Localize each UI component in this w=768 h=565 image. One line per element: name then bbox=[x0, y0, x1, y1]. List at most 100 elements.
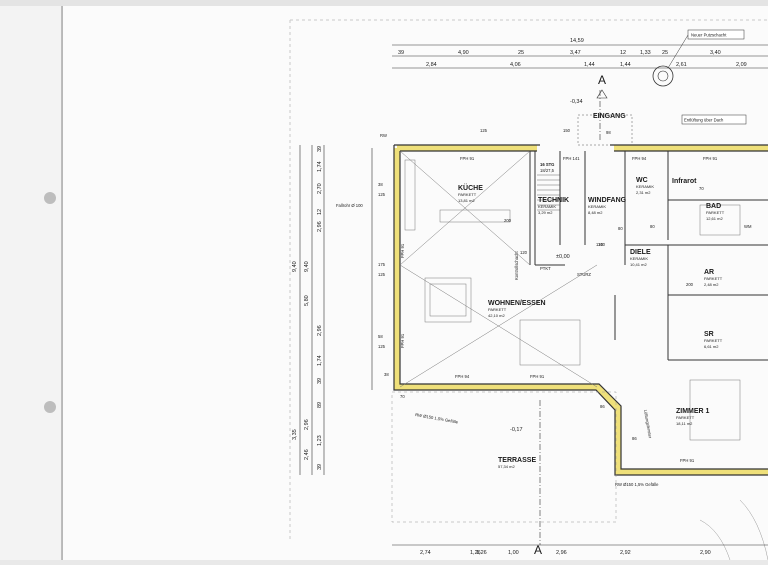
svg-text:1,23: 1,23 bbox=[317, 435, 323, 446]
svg-text:39: 39 bbox=[317, 464, 323, 470]
svg-text:FPH 91: FPH 91 bbox=[400, 333, 405, 348]
svg-text:PARKETT: PARKETT bbox=[458, 192, 477, 197]
room-windfang: WINDFANG KERAMIK 8,48 m2 bbox=[588, 197, 627, 215]
section-a-top: A bbox=[598, 73, 606, 87]
svg-text:KERAMIK: KERAMIK bbox=[630, 256, 648, 261]
punch-hole-top bbox=[44, 192, 56, 204]
svg-text:57,34 m2: 57,34 m2 bbox=[498, 464, 515, 469]
drawing-sheet bbox=[63, 6, 768, 560]
top-dims-row2: 2,84 4,06 1,44 1,44 2,61 2,09 bbox=[426, 62, 747, 68]
room-wm: WM bbox=[744, 224, 752, 229]
svg-text:25: 25 bbox=[662, 50, 668, 56]
svg-text:140: 140 bbox=[598, 242, 606, 247]
svg-text:89: 89 bbox=[317, 402, 323, 408]
outer-wall-highlight bbox=[394, 145, 768, 475]
room-zimmer1: ZIMMER 1 PARKETT 18,11 m2 bbox=[676, 408, 710, 426]
svg-text:1,26: 1,26 bbox=[476, 550, 487, 556]
left-dimension-lines bbox=[299, 145, 373, 475]
terrace-outline bbox=[391, 391, 617, 523]
svg-text:58: 58 bbox=[378, 334, 383, 339]
svg-text:4,06: 4,06 bbox=[510, 62, 521, 68]
sturz-label: STURZ bbox=[577, 272, 591, 277]
svg-text:39: 39 bbox=[317, 146, 323, 152]
svg-text:80: 80 bbox=[650, 224, 655, 229]
room-sr: SR PARKETT 6,61 m2 bbox=[704, 331, 723, 349]
svg-text:FPH 91: FPH 91 bbox=[530, 374, 545, 379]
svg-text:1,44: 1,44 bbox=[584, 62, 595, 68]
svg-text:2,74: 2,74 bbox=[420, 550, 431, 556]
room-ar: AR PARKETT 2,48 m2 bbox=[704, 269, 723, 287]
svg-text:38: 38 bbox=[378, 182, 383, 187]
furniture bbox=[399, 150, 741, 441]
svg-text:KERAMIK: KERAMIK bbox=[588, 204, 606, 209]
svg-text:FPH 91: FPH 91 bbox=[460, 156, 475, 161]
left-dims: 9,40 9,40 39 1,74 2,70 12 2,96 5,80 2,96… bbox=[292, 146, 323, 470]
svg-text:3,35: 3,35 bbox=[292, 429, 298, 440]
rw-gefalle-right: RW Ø150 1,5% Gefälle bbox=[615, 482, 659, 487]
level-terrace: -0,17 bbox=[510, 427, 523, 433]
top-dimension-lines bbox=[392, 44, 768, 69]
svg-text:1,33: 1,33 bbox=[640, 50, 651, 56]
kontrollschacht-label: Kontrollschacht bbox=[514, 251, 519, 280]
top-dims-row1: 39 4,90 25 3,47 12 1,33 25 3,40 bbox=[398, 50, 721, 56]
entrance-canopy bbox=[577, 114, 633, 146]
svg-text:8,48 m2: 8,48 m2 bbox=[588, 210, 603, 215]
svg-text:SR: SR bbox=[704, 331, 714, 338]
svg-text:70: 70 bbox=[699, 186, 704, 191]
svg-text:FPH 91: FPH 91 bbox=[680, 458, 695, 463]
svg-text:1,00: 1,00 bbox=[508, 550, 519, 556]
svg-text:6,61 m2: 6,61 m2 bbox=[704, 344, 719, 349]
svg-text:PARKETT: PARKETT bbox=[676, 415, 695, 420]
svg-text:25: 25 bbox=[518, 50, 524, 56]
window-labels: FPH 91 FPH 141 FPH 94 FPH 91 FPH 91 FPH … bbox=[400, 156, 718, 463]
svg-text:9,40: 9,40 bbox=[292, 261, 298, 272]
svg-text:1,74: 1,74 bbox=[317, 161, 323, 172]
svg-text:2,31 m2: 2,31 m2 bbox=[636, 190, 651, 195]
room-wohnen-essen: WOHNEN/ESSEN PARKETT 42,10 m2 bbox=[488, 300, 546, 318]
svg-text:2,61: 2,61 bbox=[676, 62, 687, 68]
svg-text:125: 125 bbox=[378, 344, 386, 349]
svg-text:AR: AR bbox=[704, 269, 714, 276]
svg-text:2,96: 2,96 bbox=[317, 325, 323, 336]
putzschacht-label: Neuer Putzschacht bbox=[691, 33, 727, 38]
svg-text:2,96: 2,96 bbox=[556, 550, 567, 556]
room-kueche: KÜCHE PARKETT 13,81 m2 bbox=[458, 183, 483, 203]
svg-text:2,84: 2,84 bbox=[426, 62, 437, 68]
svg-text:18,11 m2: 18,11 m2 bbox=[676, 421, 693, 426]
svg-text:PARKETT: PARKETT bbox=[704, 276, 723, 281]
svg-text:FPH 91: FPH 91 bbox=[400, 243, 405, 258]
svg-text:1,74: 1,74 bbox=[317, 355, 323, 366]
bottom-dims: 2,74 1,26 1,00 1,26 2,96 2,92 2,90 bbox=[420, 550, 711, 556]
svg-text:200: 200 bbox=[504, 218, 512, 223]
svg-text:150: 150 bbox=[563, 128, 571, 133]
svg-text:WC: WC bbox=[636, 177, 648, 184]
svg-text:70: 70 bbox=[400, 394, 405, 399]
svg-text:FPH 94: FPH 94 bbox=[455, 374, 470, 379]
room-infrarot: Infrarot bbox=[672, 178, 697, 185]
room-diele: DIELE KERAMIK 10,41 m2 bbox=[630, 249, 651, 267]
stairs-label: 16 STG bbox=[540, 162, 554, 167]
svg-text:2,46: 2,46 bbox=[304, 449, 310, 460]
svg-text:2,96: 2,96 bbox=[317, 221, 323, 232]
svg-text:TECHNIK: TECHNIK bbox=[538, 197, 569, 204]
svg-text:4,90: 4,90 bbox=[458, 50, 469, 56]
svg-text:TERRASSE: TERRASSE bbox=[498, 457, 536, 464]
svg-text:86: 86 bbox=[632, 436, 637, 441]
svg-text:39: 39 bbox=[398, 50, 404, 56]
room-terrasse: TERRASSE 57,34 m2 bbox=[498, 457, 536, 469]
manhole-symbol bbox=[652, 65, 674, 87]
ptkt-label: PTKT bbox=[540, 266, 551, 271]
level-entry: -0,34 bbox=[570, 99, 583, 105]
svg-text:FPH 141: FPH 141 bbox=[563, 156, 580, 161]
interior-walls bbox=[529, 151, 768, 361]
left-page-edge bbox=[0, 6, 62, 560]
punch-hole-bottom bbox=[44, 401, 56, 413]
putzschacht-label-box bbox=[687, 29, 745, 40]
section-a-bottom: A bbox=[534, 543, 542, 557]
svg-text:86: 86 bbox=[600, 404, 605, 409]
svg-text:98: 98 bbox=[606, 130, 611, 135]
dim-total-top: 14,59 bbox=[570, 38, 584, 44]
svg-text:12: 12 bbox=[620, 50, 626, 56]
svg-text:WOHNEN/ESSEN: WOHNEN/ESSEN bbox=[488, 300, 546, 307]
